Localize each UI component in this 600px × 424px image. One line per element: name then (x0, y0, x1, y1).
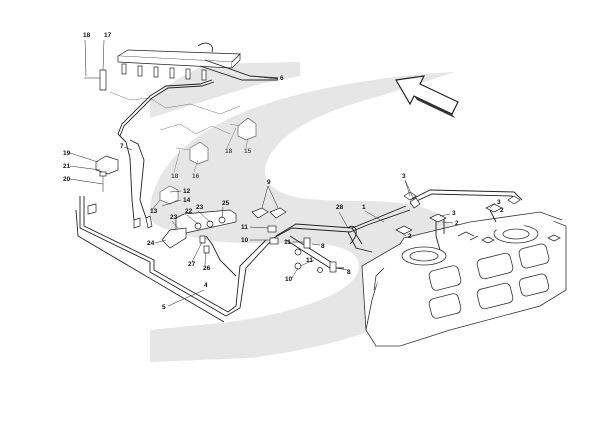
part-label-l23b: 23 (170, 214, 178, 221)
part-label-l4: 4 (204, 282, 208, 289)
part-label-l11b: 11 (284, 239, 291, 246)
part-label-l21: 21 (63, 163, 71, 170)
part-label-l27: 27 (188, 261, 196, 268)
part-label-l26: 26 (203, 265, 211, 272)
part-label-l8b: 8 (347, 269, 351, 276)
part-label-l3b: 3 (452, 210, 456, 217)
part-label-l9: 9 (267, 179, 271, 186)
part-label-l2a: 2 (455, 220, 459, 227)
part-label-l8a: 8 (321, 243, 325, 250)
part-label-l16: 16 (192, 173, 200, 180)
part-label-l1: 1 (362, 204, 366, 211)
fuel-tank (361, 211, 567, 347)
part-label-l7: 7 (120, 143, 124, 150)
part-label-l19: 19 (63, 150, 71, 157)
part-label-l14: 14 (183, 197, 191, 204)
leader-lines (69, 39, 499, 307)
part-label-l12: 12 (183, 188, 191, 195)
part-label-l6: 6 (280, 75, 284, 82)
part-label-l23a: 23 (196, 204, 204, 211)
part-label-l15: 15 (244, 148, 252, 155)
part-label-l28: 28 (336, 204, 344, 211)
direction-arrow-icon (395, 75, 459, 118)
part-label-l11c: 11 (306, 257, 313, 264)
part-label-l5: 5 (162, 304, 166, 311)
part-label-l2c: 2 (500, 207, 504, 214)
part-label-l18b: 18 (171, 173, 179, 180)
part-label-l24: 24 (147, 240, 155, 247)
part-label-l25: 25 (222, 200, 230, 207)
part-label-l18a: 18 (83, 32, 91, 39)
fuel-rail-assembly (109, 42, 279, 135)
part-label-l11a: 11 (241, 224, 248, 231)
part-label-l3c: 3 (497, 199, 501, 206)
part-label-l17: 17 (104, 32, 112, 39)
part-label-l22: 22 (185, 208, 193, 215)
part-label-l10b: 10 (285, 276, 293, 283)
part-label-l20: 20 (63, 176, 71, 183)
part-label-l13: 13 (150, 208, 158, 215)
part-label-l3a: 3 (402, 173, 406, 180)
part-label-l10a: 10 (241, 237, 249, 244)
part-label-l2b: 2 (408, 233, 412, 240)
part-label-l18c: 18 (225, 148, 233, 155)
